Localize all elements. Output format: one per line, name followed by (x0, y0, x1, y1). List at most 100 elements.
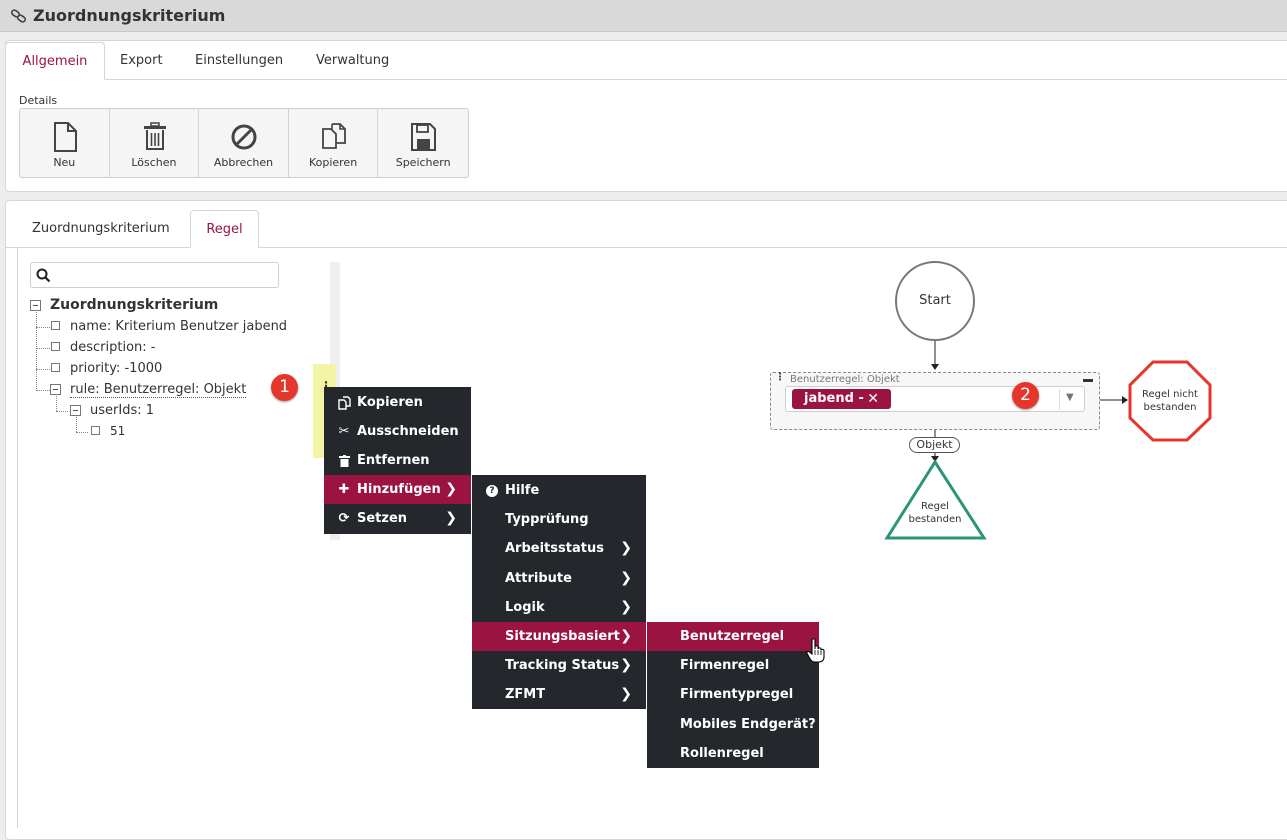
tree-item-userids[interactable]: userIds: 1 (90, 403, 154, 418)
collapse-icon[interactable] (30, 300, 41, 311)
menu-item-label: Firmentypregel (680, 687, 794, 702)
tree-connector (76, 432, 88, 433)
collapse-icon[interactable] (70, 405, 81, 416)
menu-item-hinzufuegen[interactable]: ✚ Hinzufügen ❯ (324, 475, 471, 504)
title-bar: Zuordnungskriterium (0, 0, 1287, 32)
details-label: Details (19, 94, 58, 107)
chevron-right-icon: ❯ (620, 570, 632, 586)
new-button[interactable]: Neu (20, 109, 110, 177)
start-node[interactable]: Start (895, 261, 975, 341)
step-badge-2: 2 (1012, 382, 1039, 409)
menu-item-sitzungsbasiert[interactable]: Sitzungsbasiert ❯ (472, 622, 646, 651)
menu-item-attribute[interactable]: Attribute ❯ (472, 564, 646, 593)
floppy-disk-icon (411, 123, 437, 151)
menu-item-kopieren[interactable]: Kopieren (324, 388, 471, 417)
tree-item-rule[interactable]: rule: Benutzerregel: Objekt (70, 382, 247, 398)
tree-search-input[interactable] (30, 262, 279, 288)
menu-item-label: Entfernen (357, 453, 430, 468)
remove-chip-icon[interactable]: ✕ (867, 391, 879, 407)
panel-border (17, 248, 18, 828)
dropdown-arrow-icon[interactable]: ▼ (1066, 392, 1074, 403)
help-icon: ? (484, 476, 500, 505)
plus-icon: ✚ (338, 482, 350, 497)
leaf-icon (51, 342, 60, 351)
menu-item-label: Mobiles Endgerät? (680, 717, 816, 732)
tree-item-description[interactable]: description: - (70, 340, 156, 355)
menu-item-label: Firmenregel (680, 658, 770, 673)
menu-item-label: Tracking Status (505, 658, 620, 673)
copy-icon (321, 123, 346, 149)
tab-export[interactable]: Export (120, 53, 163, 68)
menu-item-label: ZFMT (505, 687, 546, 702)
chevron-right-icon: ❯ (620, 540, 632, 556)
drag-handle-icon[interactable]: ⋮ (775, 372, 785, 383)
menu-item-label: Typprüfung (505, 512, 589, 527)
refresh-icon: ⟳ (338, 511, 350, 526)
save-button[interactable]: Speichern (378, 109, 468, 177)
edge-label-objekt: Objekt (909, 437, 960, 453)
tab-verwaltung[interactable]: Verwaltung (316, 53, 390, 68)
collapse-icon[interactable] (50, 384, 61, 395)
fail-node-octagon (1128, 360, 1212, 442)
tree-item-priority[interactable]: priority: -1000 (70, 361, 163, 376)
menu-item-arbeitsstatus[interactable]: Arbeitsstatus ❯ (472, 534, 646, 563)
fail-node-text: bestanden (1143, 402, 1197, 413)
menu-item-firmenregel[interactable]: Firmenregel (647, 651, 819, 680)
delete-button[interactable]: Löschen (110, 109, 200, 177)
menu-item-mobiles-endgeraet[interactable]: Mobiles Endgerät? (647, 710, 819, 739)
selected-user-chip: jabend - ✕ (792, 389, 891, 409)
menu-item-label: Kopieren (357, 395, 423, 410)
menu-item-logik[interactable]: Logik ❯ (472, 593, 646, 622)
chevron-right-icon: ❯ (620, 686, 632, 702)
tree-connector (36, 369, 50, 370)
leaf-icon (51, 321, 60, 330)
copy-button[interactable]: Kopieren (289, 109, 379, 177)
hand-cursor-icon (806, 638, 825, 663)
menu-item-entfernen[interactable]: Entfernen (324, 446, 471, 475)
copy-icon (336, 388, 352, 421)
cancel-button[interactable]: Abbrechen (199, 109, 289, 177)
pass-node[interactable]: Regel bestanden (896, 500, 974, 526)
menu-item-typpruefung[interactable]: Typprüfung (472, 505, 646, 534)
delete-button-label: Löschen (131, 156, 177, 169)
menu-item-firmentypregel[interactable]: Firmentypregel (647, 680, 819, 709)
menu-item-tracking-status[interactable]: Tracking Status ❯ (472, 651, 646, 680)
tab-regel[interactable]: Regel (190, 210, 259, 248)
tree-connector (36, 312, 37, 391)
window-title: Zuordnungskriterium (33, 6, 226, 25)
select-divider (1059, 389, 1060, 410)
link-icon (10, 9, 27, 23)
collapse-rule-icon[interactable] (1083, 379, 1093, 382)
trash-icon (143, 122, 166, 150)
menu-item-rollenregel[interactable]: Rollenregel (647, 739, 819, 768)
fail-node[interactable]: Regel nicht bestanden (1131, 388, 1209, 414)
menu-item-zfmt[interactable]: ZFMT ❯ (472, 680, 646, 709)
chevron-right-icon: ❯ (445, 481, 457, 497)
rule-panel (5, 200, 1287, 840)
menu-item-label: Ausschneiden (357, 424, 459, 439)
menu-item-setzen[interactable]: ⟳ Setzen ❯ (324, 504, 471, 533)
tree-root[interactable]: Zuordnungskriterium (50, 297, 219, 313)
ban-icon (231, 124, 257, 150)
details-toolbar: Neu Löschen Abbrechen Kopieren (19, 108, 469, 178)
tab-allgemein[interactable]: Allgemein (5, 42, 105, 80)
chevron-right-icon: ❯ (620, 628, 632, 644)
chip-label: jabend - (804, 391, 864, 406)
chevron-right-icon: ❯ (620, 657, 632, 673)
pass-node-triangle (884, 459, 987, 540)
submenu-add: ? Hilfe Typprüfung Arbeitsstatus ❯ Attri… (472, 475, 646, 709)
pass-node-text: bestanden (908, 514, 962, 525)
menu-item-label: Hinzufügen (357, 482, 441, 497)
menu-item-label: Logik (505, 600, 545, 615)
tab-einstellungen[interactable]: Einstellungen (195, 53, 284, 68)
search-icon (36, 268, 51, 283)
tree-item-value[interactable]: 51 (110, 424, 126, 438)
context-menu: Kopieren ✂ Ausschneiden Entfernen ✚ Hinz… (324, 387, 471, 534)
rule-node-label: Benutzerregel: Objekt (790, 374, 900, 385)
menu-item-ausschneiden[interactable]: ✂ Ausschneiden (324, 417, 471, 446)
tab-zuordnungskriterium[interactable]: Zuordnungskriterium (32, 221, 170, 236)
menu-item-hilfe[interactable]: ? Hilfe (472, 476, 646, 505)
tree-item-name[interactable]: name: Kriterium Benutzer jabend (70, 319, 288, 334)
menu-item-benutzerregel[interactable]: Benutzerregel (647, 622, 819, 651)
rule-flow-diagram (884, 341, 1212, 540)
